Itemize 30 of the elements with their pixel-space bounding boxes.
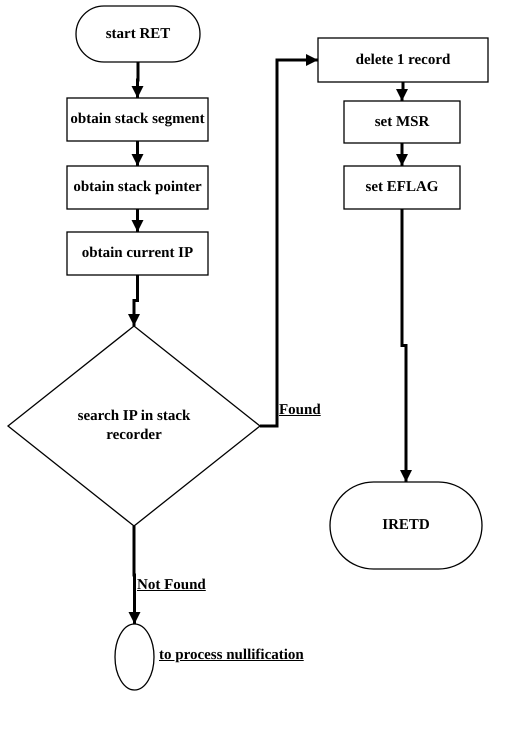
process-box [67,232,208,275]
node-label: set EFLAG [366,178,438,197]
node-caption: to process nullification [159,647,304,664]
node-label: delete 1 record [356,50,450,70]
process-box [67,98,208,141]
arrow [396,143,408,166]
edge-label: Found [279,402,321,419]
arrow [132,141,144,166]
arrow [260,54,318,428]
arrow [400,209,412,482]
connector-circle [115,624,154,690]
node-label: obtain current IP [82,244,194,263]
arrow [128,275,140,326]
decision-diamond [8,326,260,526]
node-label: set MSR [374,112,430,132]
terminal-shape [76,6,200,62]
node-label: obtain stack pointer [73,178,202,197]
arrow [128,526,140,624]
node-label: obtain stack segment [70,110,205,129]
node-label: start RET [106,24,170,44]
process-box [67,166,208,209]
process-box [318,38,488,82]
node-label: search IP in stack recorder [76,407,192,445]
process-box [344,101,460,143]
process-box [344,166,460,209]
node-label: IRETD [382,516,430,535]
arrow [132,209,144,232]
arrow [396,82,408,101]
edge-label: Not Found [137,577,206,594]
arrow [132,62,144,98]
